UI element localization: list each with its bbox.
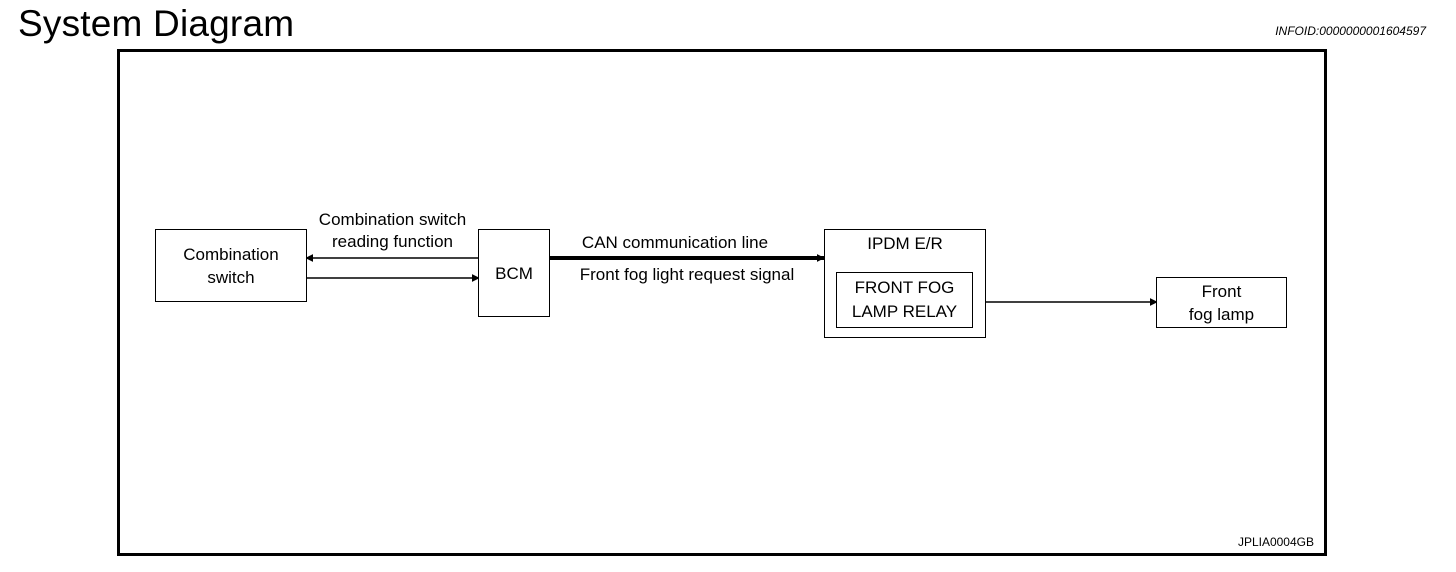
- bcm-label: BCM: [495, 263, 533, 283]
- ipdm-label: IPDM E/R: [867, 234, 943, 253]
- combination-switch-label: Combination switch: [183, 244, 279, 287]
- page-title: System Diagram: [18, 3, 295, 44]
- front-fog-lamp-box: Front fog lamp: [1156, 277, 1287, 328]
- figure-code: JPLIA0004GB: [1237, 535, 1314, 549]
- info-id: INFOID:0000000001604597: [1275, 24, 1426, 38]
- can-line-label: CAN communication line: [581, 233, 769, 252]
- combination-switch-box: Combination switch: [155, 229, 307, 302]
- request-signal-label: Front fog light request signal: [579, 265, 795, 284]
- relay-label: FRONT FOG LAMP RELAY: [851, 278, 958, 321]
- front-fog-lamp-label: Front fog lamp: [1188, 281, 1255, 324]
- bcm-box: BCM: [478, 229, 550, 317]
- diagram-frame: JPLIA0004GB: [117, 49, 1327, 556]
- relay-box: FRONT FOG LAMP RELAY: [836, 272, 973, 328]
- reading-function-label: Combination switch reading function: [318, 210, 467, 251]
